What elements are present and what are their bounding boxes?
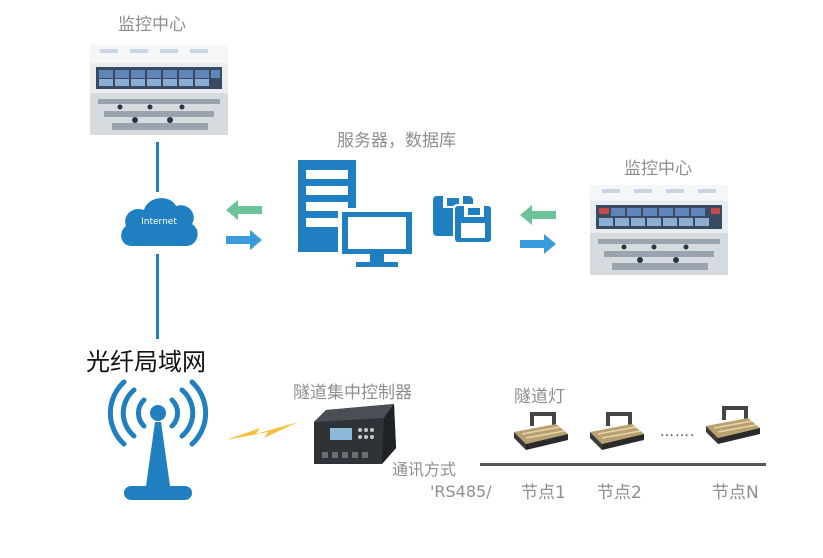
nodes-ellipsis: …….	[660, 424, 696, 440]
internet-label: Internet	[141, 217, 177, 227]
lightning-link	[226, 418, 298, 452]
controller-device	[312, 404, 398, 470]
cloud-icon	[121, 198, 198, 246]
tunnel-light-icon	[590, 412, 644, 450]
arrow-left-icon	[520, 205, 556, 225]
database-icon	[433, 196, 493, 244]
node-label-1: 节点1	[521, 483, 566, 503]
arrow-left-green-right	[520, 205, 556, 229]
connector-line-top	[156, 142, 159, 192]
node-label-n: 节点N	[712, 483, 759, 503]
server-db-label: 服务器，数据库	[337, 131, 456, 151]
tunnel-light-label: 隧道灯	[514, 387, 565, 407]
tunnel-light-n	[704, 406, 762, 450]
tunnel-light-2	[588, 412, 646, 456]
connector-line-middle	[156, 254, 159, 339]
antenna-icon	[107, 379, 209, 500]
server-group	[298, 160, 418, 274]
tunnel-light-icon	[706, 406, 760, 444]
lightning-icon	[226, 422, 298, 440]
internet-cloud: Internet	[118, 192, 200, 252]
tunnel-light-1	[512, 412, 570, 456]
arrow-right-blue-right	[520, 234, 556, 258]
node-label-2: 节点2	[597, 483, 642, 503]
arrow-right-icon	[226, 230, 262, 250]
arrow-right-blue	[226, 230, 262, 254]
database-group	[433, 196, 495, 250]
rs485-bus-line	[480, 463, 766, 466]
controller-label: 隧道集中控制器	[293, 383, 412, 403]
arrow-left-green	[226, 200, 262, 224]
arrow-left-icon	[226, 200, 262, 220]
monitor-center-top-label: 监控中心	[118, 15, 186, 35]
monitor-center-right-label: 监控中心	[624, 159, 692, 179]
fiber-lan-label: 光纤局域网	[86, 348, 206, 376]
controller-icon	[314, 404, 396, 464]
comm-method-label: 通讯方式	[392, 460, 457, 479]
monitor-center-top-photo	[90, 45, 228, 135]
server-icon	[298, 160, 416, 267]
comm-protocol-label: 'RS485/	[430, 482, 492, 501]
arrow-right-icon	[520, 234, 556, 254]
tunnel-light-icon	[514, 412, 568, 450]
wireless-tower	[100, 378, 216, 508]
monitor-center-right-photo	[590, 185, 728, 275]
